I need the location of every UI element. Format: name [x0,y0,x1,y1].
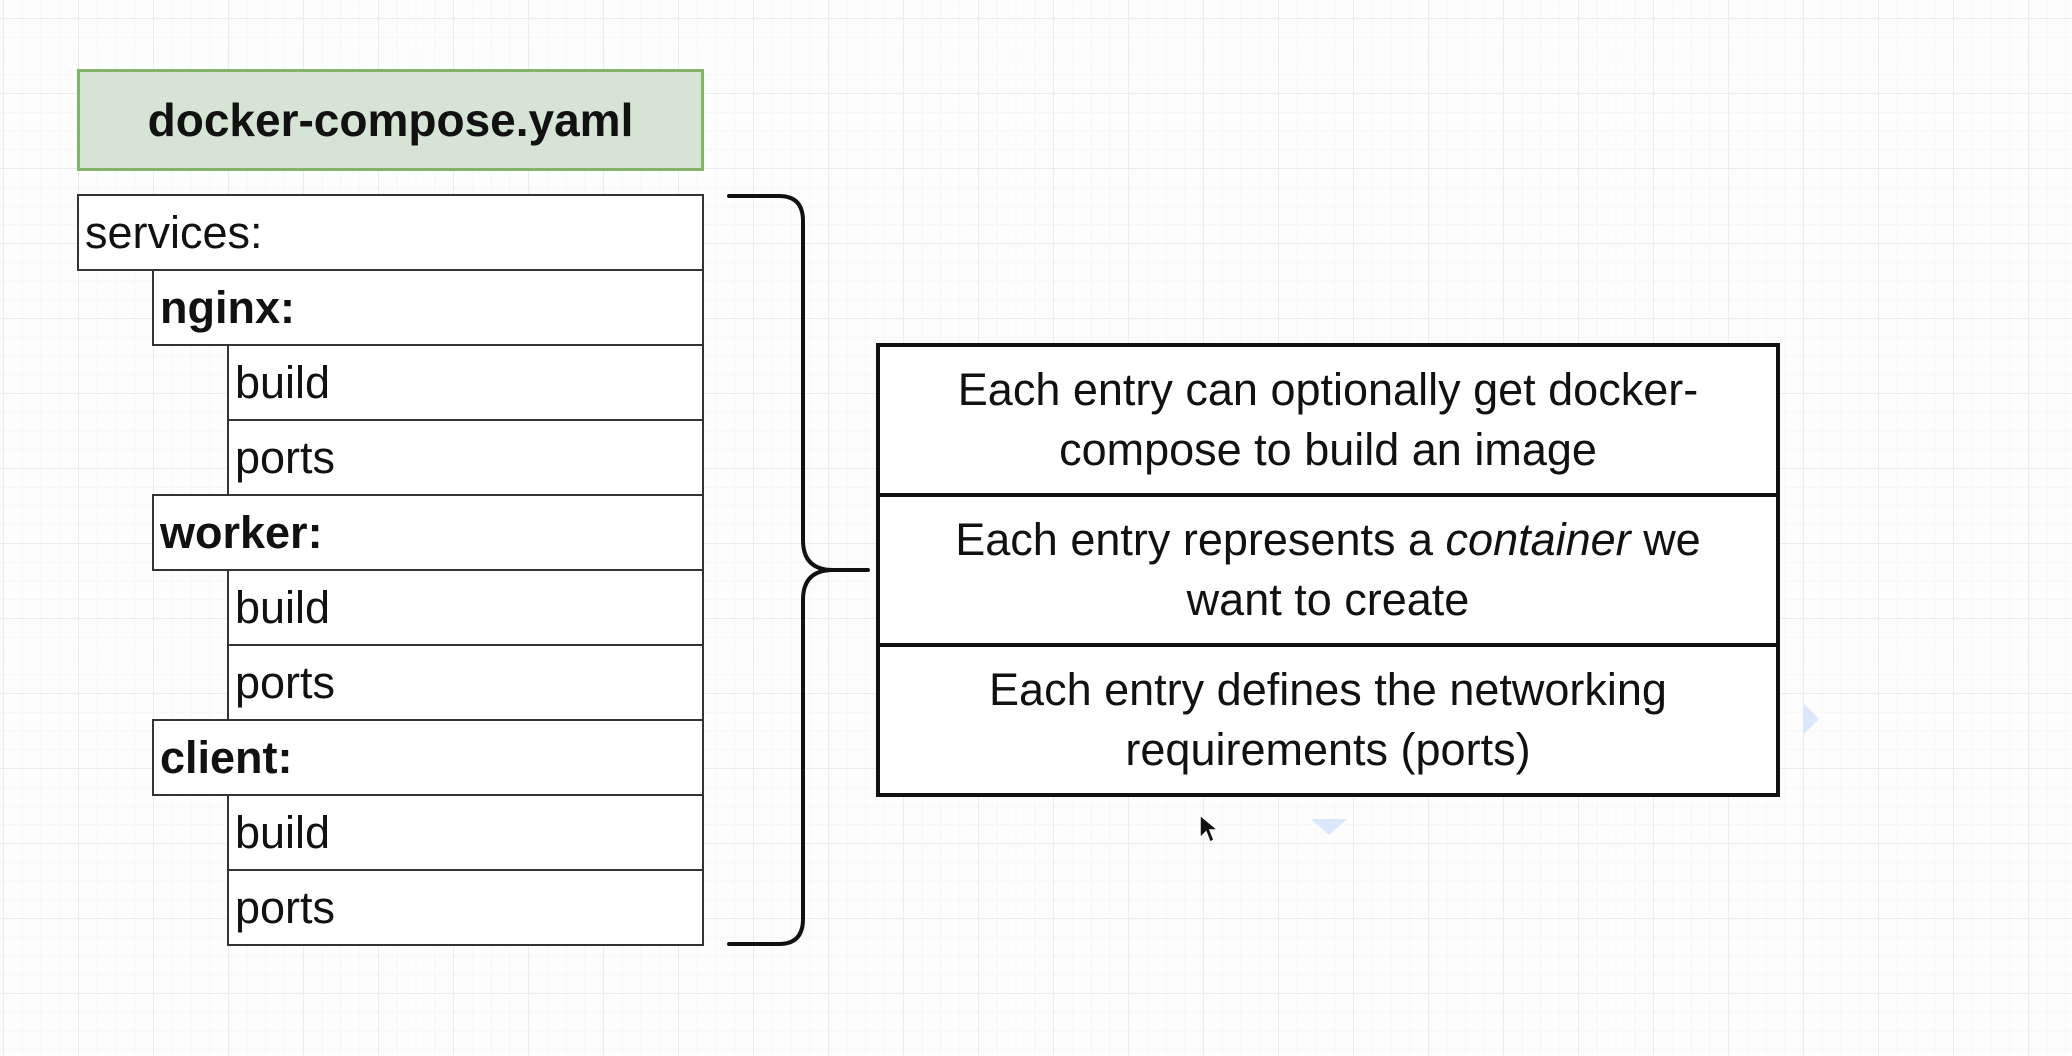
yaml-row-worker-build: build [227,569,704,646]
brace-connector [727,194,870,946]
file-title-box: docker-compose.yaml [77,69,704,171]
selection-handle-bottom [1311,819,1347,835]
note-ports: Each entry defines the networking requir… [880,643,1776,793]
yaml-row-label: client: [160,731,293,783]
note-container: Each entry represents a container we wan… [880,493,1776,643]
yaml-row-label: build [235,356,331,408]
yaml-row-worker: worker: [152,494,704,571]
yaml-row-client-build: build [227,794,704,871]
selection-handle-right [1803,703,1819,735]
yaml-row-services: services: [77,194,704,271]
yaml-row-client-ports: ports [227,869,704,946]
mouse-cursor-icon [1199,813,1221,844]
yaml-row-label: ports [235,656,336,708]
note-container-em: container [1445,514,1631,565]
note-container-before: Each entry represents a [955,514,1434,565]
note-ports-text: Each entry defines the networking requir… [989,664,1667,775]
yaml-row-label: ports [235,431,336,483]
yaml-row-nginx-build: build [227,344,704,421]
notes-box: Each entry can optionally get docker-com… [876,343,1780,797]
note-container-text: Each entry represents a container we wan… [910,510,1746,630]
yaml-row-label: worker: [160,506,323,558]
yaml-row-label: build [235,806,331,858]
note-build: Each entry can optionally get docker-com… [880,347,1776,493]
yaml-row-label: ports [235,881,336,933]
note-build-text: Each entry can optionally get docker-com… [957,364,1699,475]
yaml-row-nginx: nginx: [152,269,704,346]
yaml-row-label: nginx: [160,281,295,333]
note-container-after: we want to create [1186,514,1701,625]
yaml-row-label: services: [85,206,263,258]
yaml-row-client: client: [152,719,704,796]
yaml-row-nginx-ports: ports [227,419,704,496]
yaml-row-label: build [235,581,331,633]
yaml-row-worker-ports: ports [227,644,704,721]
file-title: docker-compose.yaml [147,94,634,146]
